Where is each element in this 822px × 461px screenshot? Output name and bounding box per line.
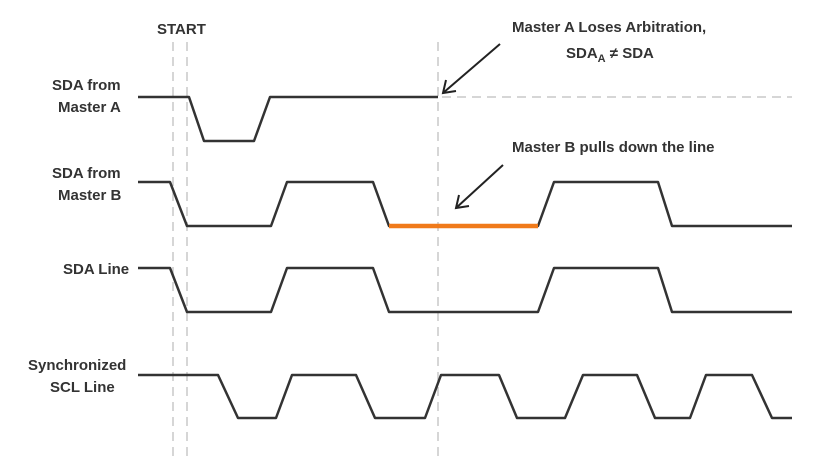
start-label: START xyxy=(157,21,206,38)
sda-master-a-label-2: Master A xyxy=(58,99,121,116)
scl-line-label-1: Synchronized xyxy=(28,357,126,374)
sda-line-waveform xyxy=(138,266,792,314)
arbitration-arrow xyxy=(441,43,501,95)
sda-master-a-waveform xyxy=(138,95,438,143)
sda-master-b-label-2: Master B xyxy=(58,187,122,204)
arbitration-note-line-1: Master A Loses Arbitration, xyxy=(512,19,706,36)
pull-down-note: Master B pulls down the line xyxy=(512,139,715,156)
scl-line-waveform xyxy=(138,373,792,420)
arbitration-note-line-2: SDAA ≠ SDA xyxy=(566,45,654,65)
sda-master-b-waveform xyxy=(138,180,792,228)
scl-line-label-2: SCL Line xyxy=(50,379,115,396)
sda-line-label: SDA Line xyxy=(63,261,129,278)
sda-master-b-label-1: SDA from xyxy=(52,165,121,182)
sda-master-a-label-1: SDA from xyxy=(52,77,121,94)
pull-down-arrow xyxy=(454,164,504,210)
